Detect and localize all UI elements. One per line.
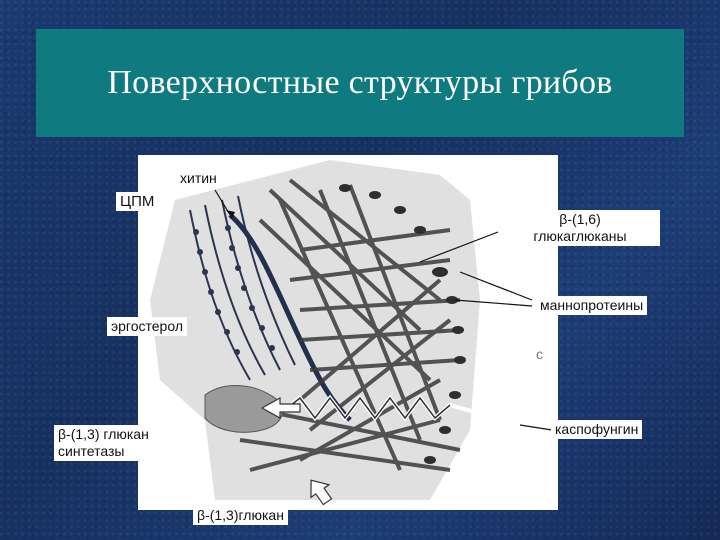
label-caspofungin: каспофунгин xyxy=(551,420,643,439)
title-box: Поверхностные структуры грибов xyxy=(36,29,684,137)
label-ergosterol: эргостерол xyxy=(107,317,187,336)
label-beta13-glucan: β-(1,3)глюкан xyxy=(193,506,288,525)
label-beta16-glucans: β-(1,6) глюкаглюканы xyxy=(500,210,660,246)
synthase-complex xyxy=(204,385,283,433)
label-stray-char: c xyxy=(536,346,543,362)
slide-title: Поверхностные структуры грибов xyxy=(107,64,613,101)
arrow-synthase xyxy=(260,396,301,420)
label-chitin: хитин xyxy=(176,169,221,188)
mannoprotein-blobs xyxy=(339,184,466,464)
label-mannoproteins: маннопротеины xyxy=(536,296,648,315)
arrow-glucan xyxy=(310,479,333,506)
label-cpm: ЦПМ xyxy=(116,192,159,211)
glucan-fibrils xyxy=(239,178,461,472)
lipid-heads xyxy=(193,225,275,355)
label-beta13-synthase: β-(1,3) глюкан синтетазы xyxy=(54,425,153,461)
